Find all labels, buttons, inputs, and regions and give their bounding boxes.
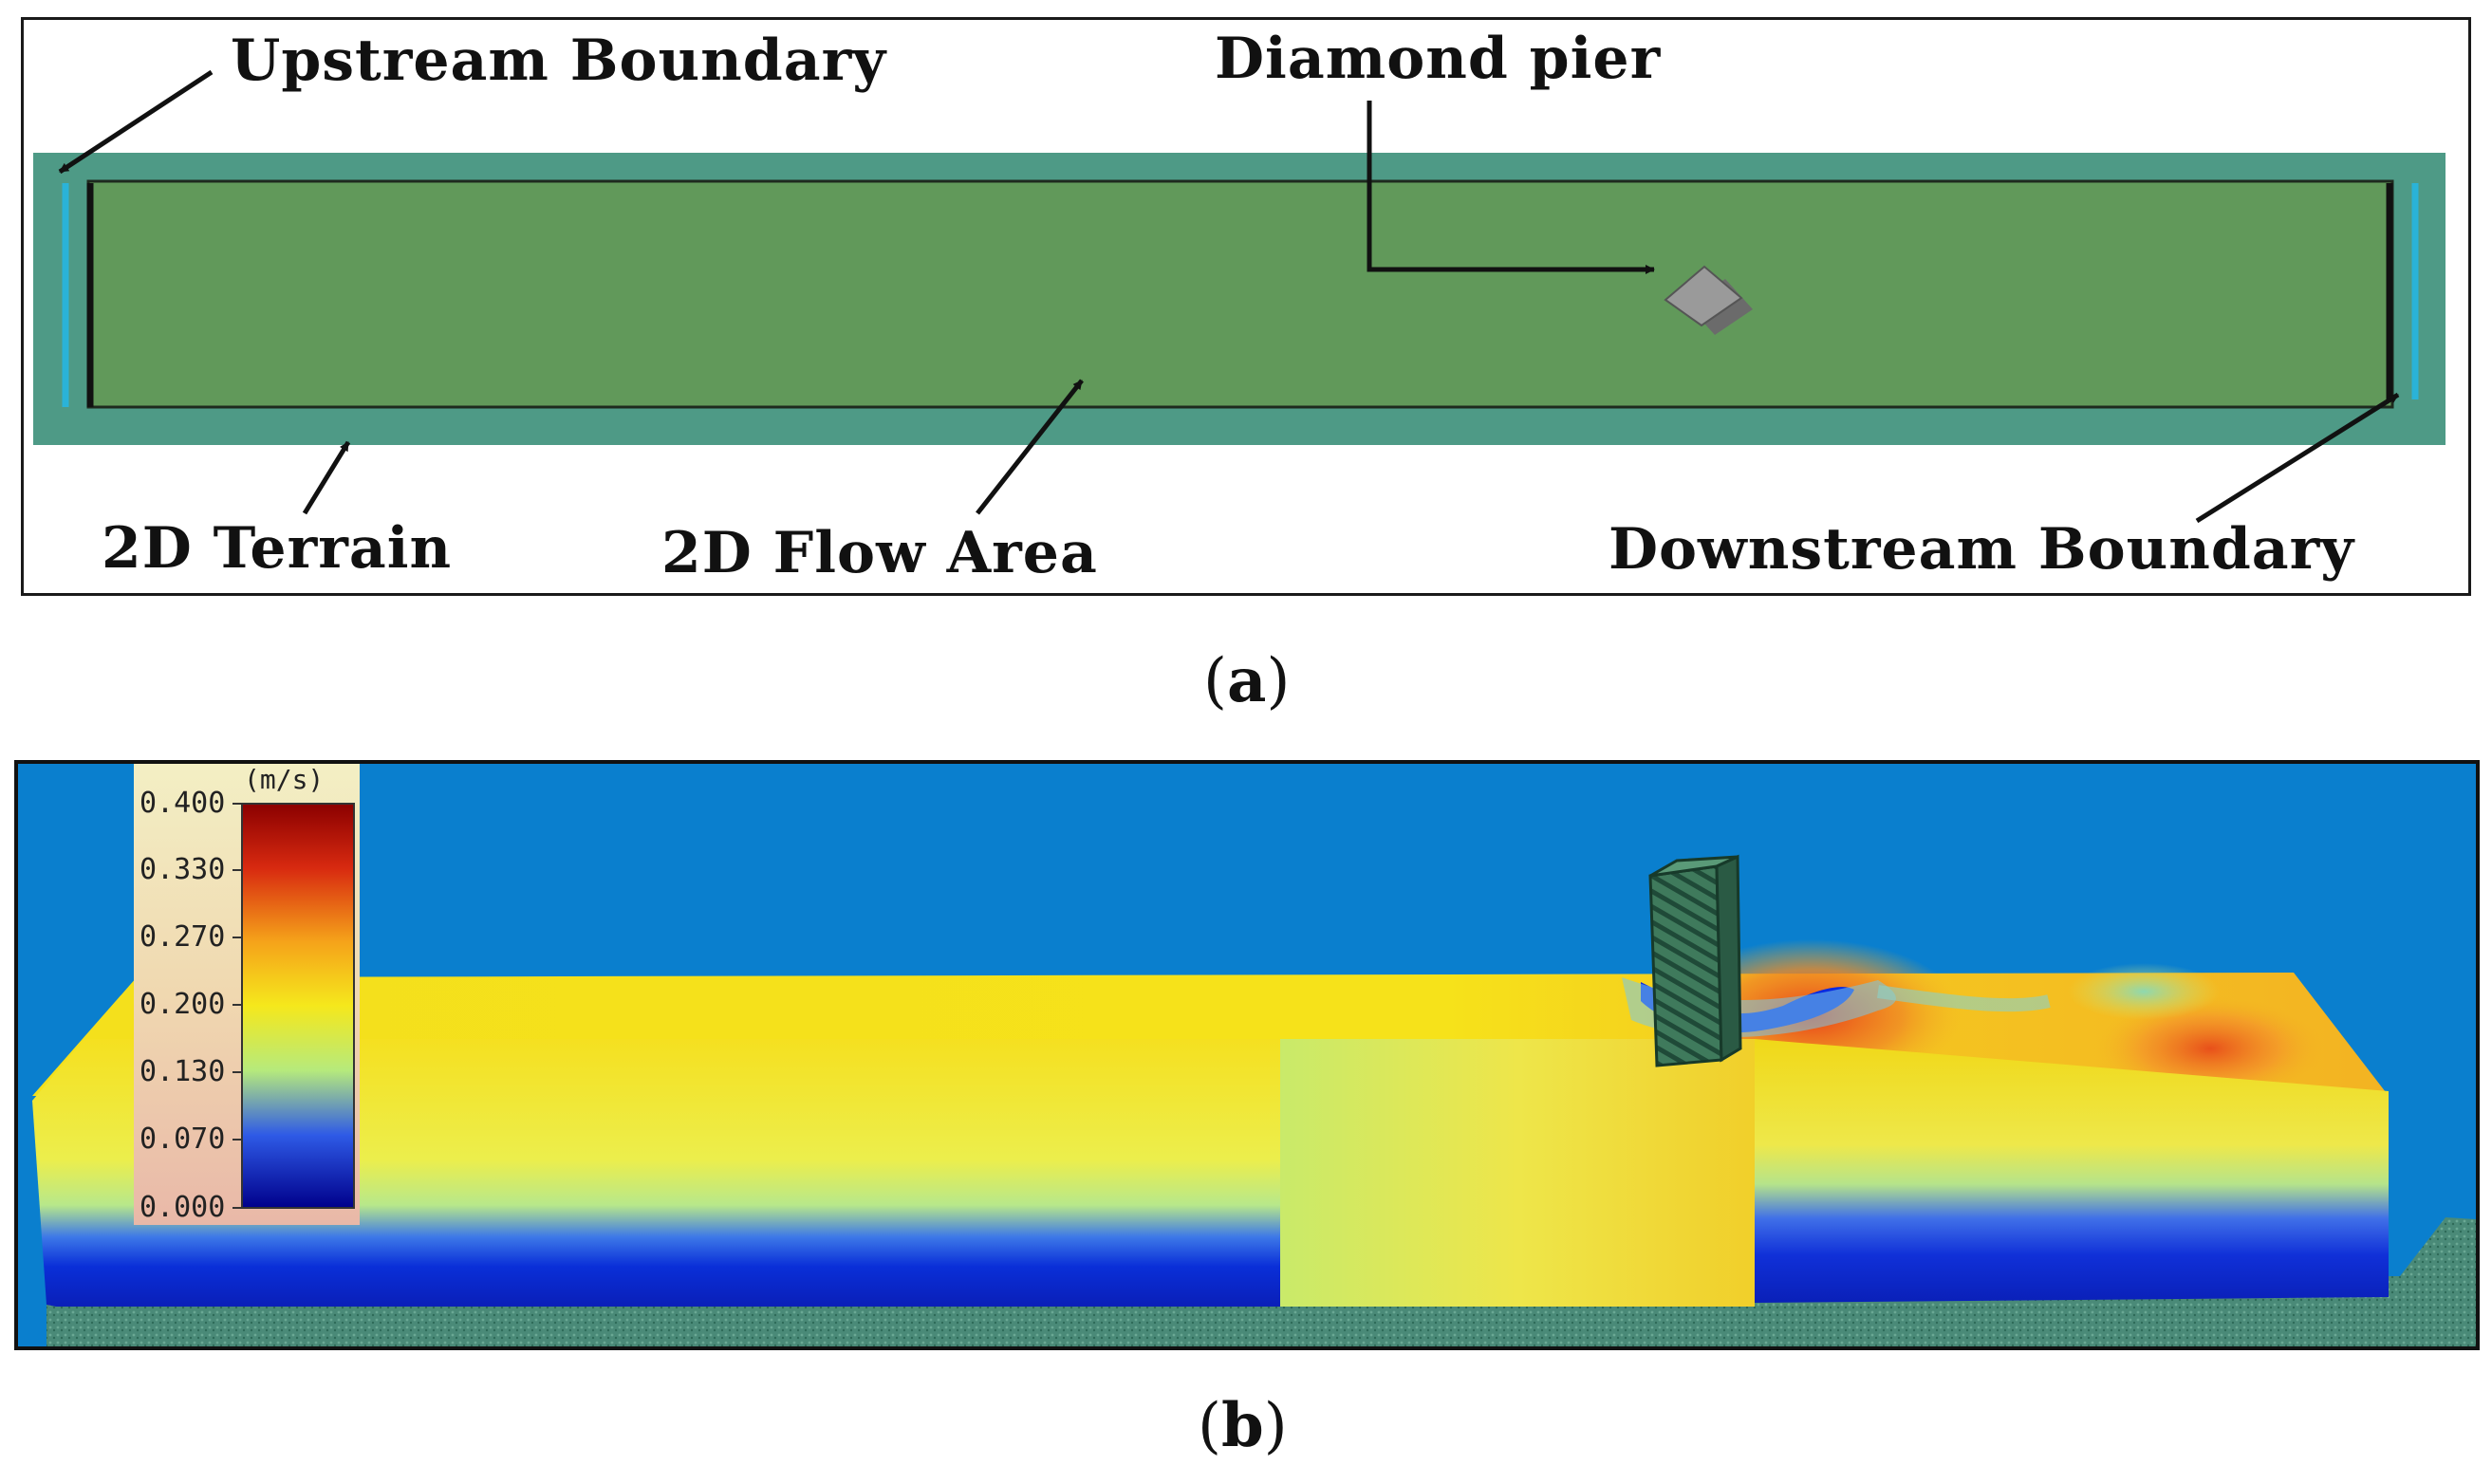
diamond-pier-icon bbox=[1664, 265, 1743, 327]
downstream-boundary-label: Downstream Boundary bbox=[1609, 516, 2355, 583]
downstream-arrow bbox=[2195, 392, 2400, 524]
flow-area bbox=[86, 179, 2394, 409]
flow-front-right bbox=[1755, 1039, 2389, 1303]
velocity-3d-drawing bbox=[32, 764, 2476, 1346]
low-velocity-zone bbox=[2068, 963, 2220, 1020]
pier-arrow bbox=[1367, 101, 1655, 274]
terrain-arrow bbox=[302, 440, 351, 515]
legend-tick-3: 0.200 bbox=[139, 988, 226, 1021]
legend-tick-6: 0.000 bbox=[139, 1191, 226, 1224]
caption-b: (b) bbox=[1198, 1390, 1288, 1461]
plan-view-panel: Upstream Boundary Diamond pier 2D Terrai… bbox=[21, 17, 2471, 596]
wake-trail bbox=[1877, 985, 2051, 1012]
flow-cross-section bbox=[1280, 1039, 1755, 1307]
legend-unit: (m/s) bbox=[244, 764, 325, 795]
caption-b-letter: b bbox=[1220, 1390, 1264, 1461]
ground-strip bbox=[46, 1314, 2476, 1346]
legend-tick-4: 0.130 bbox=[139, 1055, 226, 1088]
flow-area-label: 2D Flow Area bbox=[661, 520, 1098, 586]
pier-front bbox=[1648, 864, 1723, 1067]
diamond-pier-label: Diamond pier bbox=[1215, 26, 1662, 92]
pier-side bbox=[1715, 854, 1742, 1063]
terrain-label: 2D Terrain bbox=[102, 515, 453, 582]
flow-area-arrow bbox=[976, 379, 1084, 515]
legend-tick-2: 0.270 bbox=[139, 920, 226, 954]
caption-a-letter: a bbox=[1226, 645, 1267, 716]
legend-color-bar bbox=[241, 803, 355, 1209]
caption-a: (a) bbox=[1203, 645, 1291, 716]
legend-ticks bbox=[232, 803, 242, 1209]
legend-tick-5: 0.070 bbox=[139, 1122, 226, 1156]
upstream-arrow bbox=[58, 69, 214, 175]
legend-tick-0: 0.400 bbox=[139, 787, 226, 820]
upstream-boundary-label: Upstream Boundary bbox=[231, 28, 887, 94]
plan-view-drawing bbox=[33, 69, 2446, 524]
legend-tick-1: 0.330 bbox=[139, 853, 226, 886]
velocity-3d-panel: (m/s) 0.400 0.330 0.270 0.200 0.130 0.07… bbox=[14, 760, 2480, 1350]
